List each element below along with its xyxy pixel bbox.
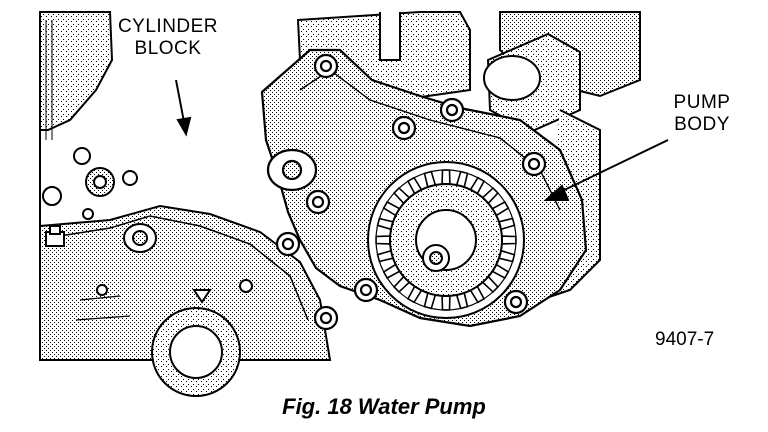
upper-engine-structure [296,11,641,301]
sprocket-tooth [501,235,517,245]
pump-sprocket [367,161,525,319]
pump-body-label-line2: BODY [674,114,730,135]
sprocket-tooth [441,295,451,311]
pump-body-label: PUMP BODY [652,92,752,136]
figure-caption: Fig. 18 Water Pump [282,394,486,419]
pump-body-arrow [555,139,669,195]
figure-number: 9407-7 [655,329,715,350]
cylinder-block-label-line1: CYLINDER [117,16,219,37]
cylinder-block-label: CYLINDER BLOCK [108,16,228,60]
pump-body-label-line1: PUMP [673,92,731,113]
cylinder-block-arrow [175,79,185,123]
callout-arrows [175,79,669,201]
cylinder-block-label-line2: BLOCK [134,38,202,59]
cylinder-block-drawing [39,11,332,397]
sprocket-tooth [375,235,391,245]
sprocket-tooth [441,169,451,185]
